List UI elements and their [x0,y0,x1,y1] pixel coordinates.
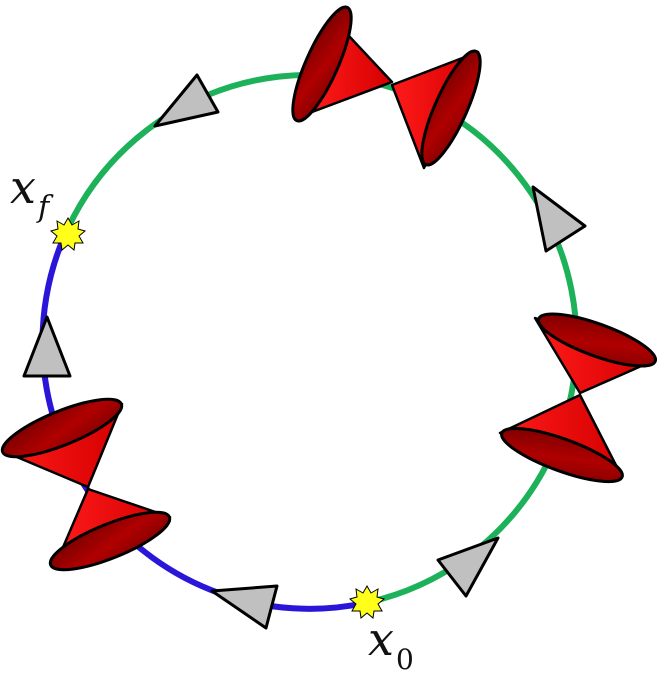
initial-event-label: x0 [368,612,414,676]
light-cone-right [498,312,658,484]
arrow-right-upper [531,185,587,253]
final-event-label: xf [10,160,49,225]
initial-label-subscript: 0 [395,643,414,676]
arrow-top-left [153,73,220,128]
initial-event-marker [348,584,386,619]
final-event-marker [49,216,87,251]
initial-label-base: x [368,612,394,666]
arrow-bottom [210,584,279,630]
arrow-left [22,315,72,378]
light-cone-left [0,397,172,572]
final-label-base: x [10,160,36,214]
light-cone-top [291,5,482,170]
arrow-right-lower [436,536,500,598]
final-label-subscript: f [37,190,50,225]
